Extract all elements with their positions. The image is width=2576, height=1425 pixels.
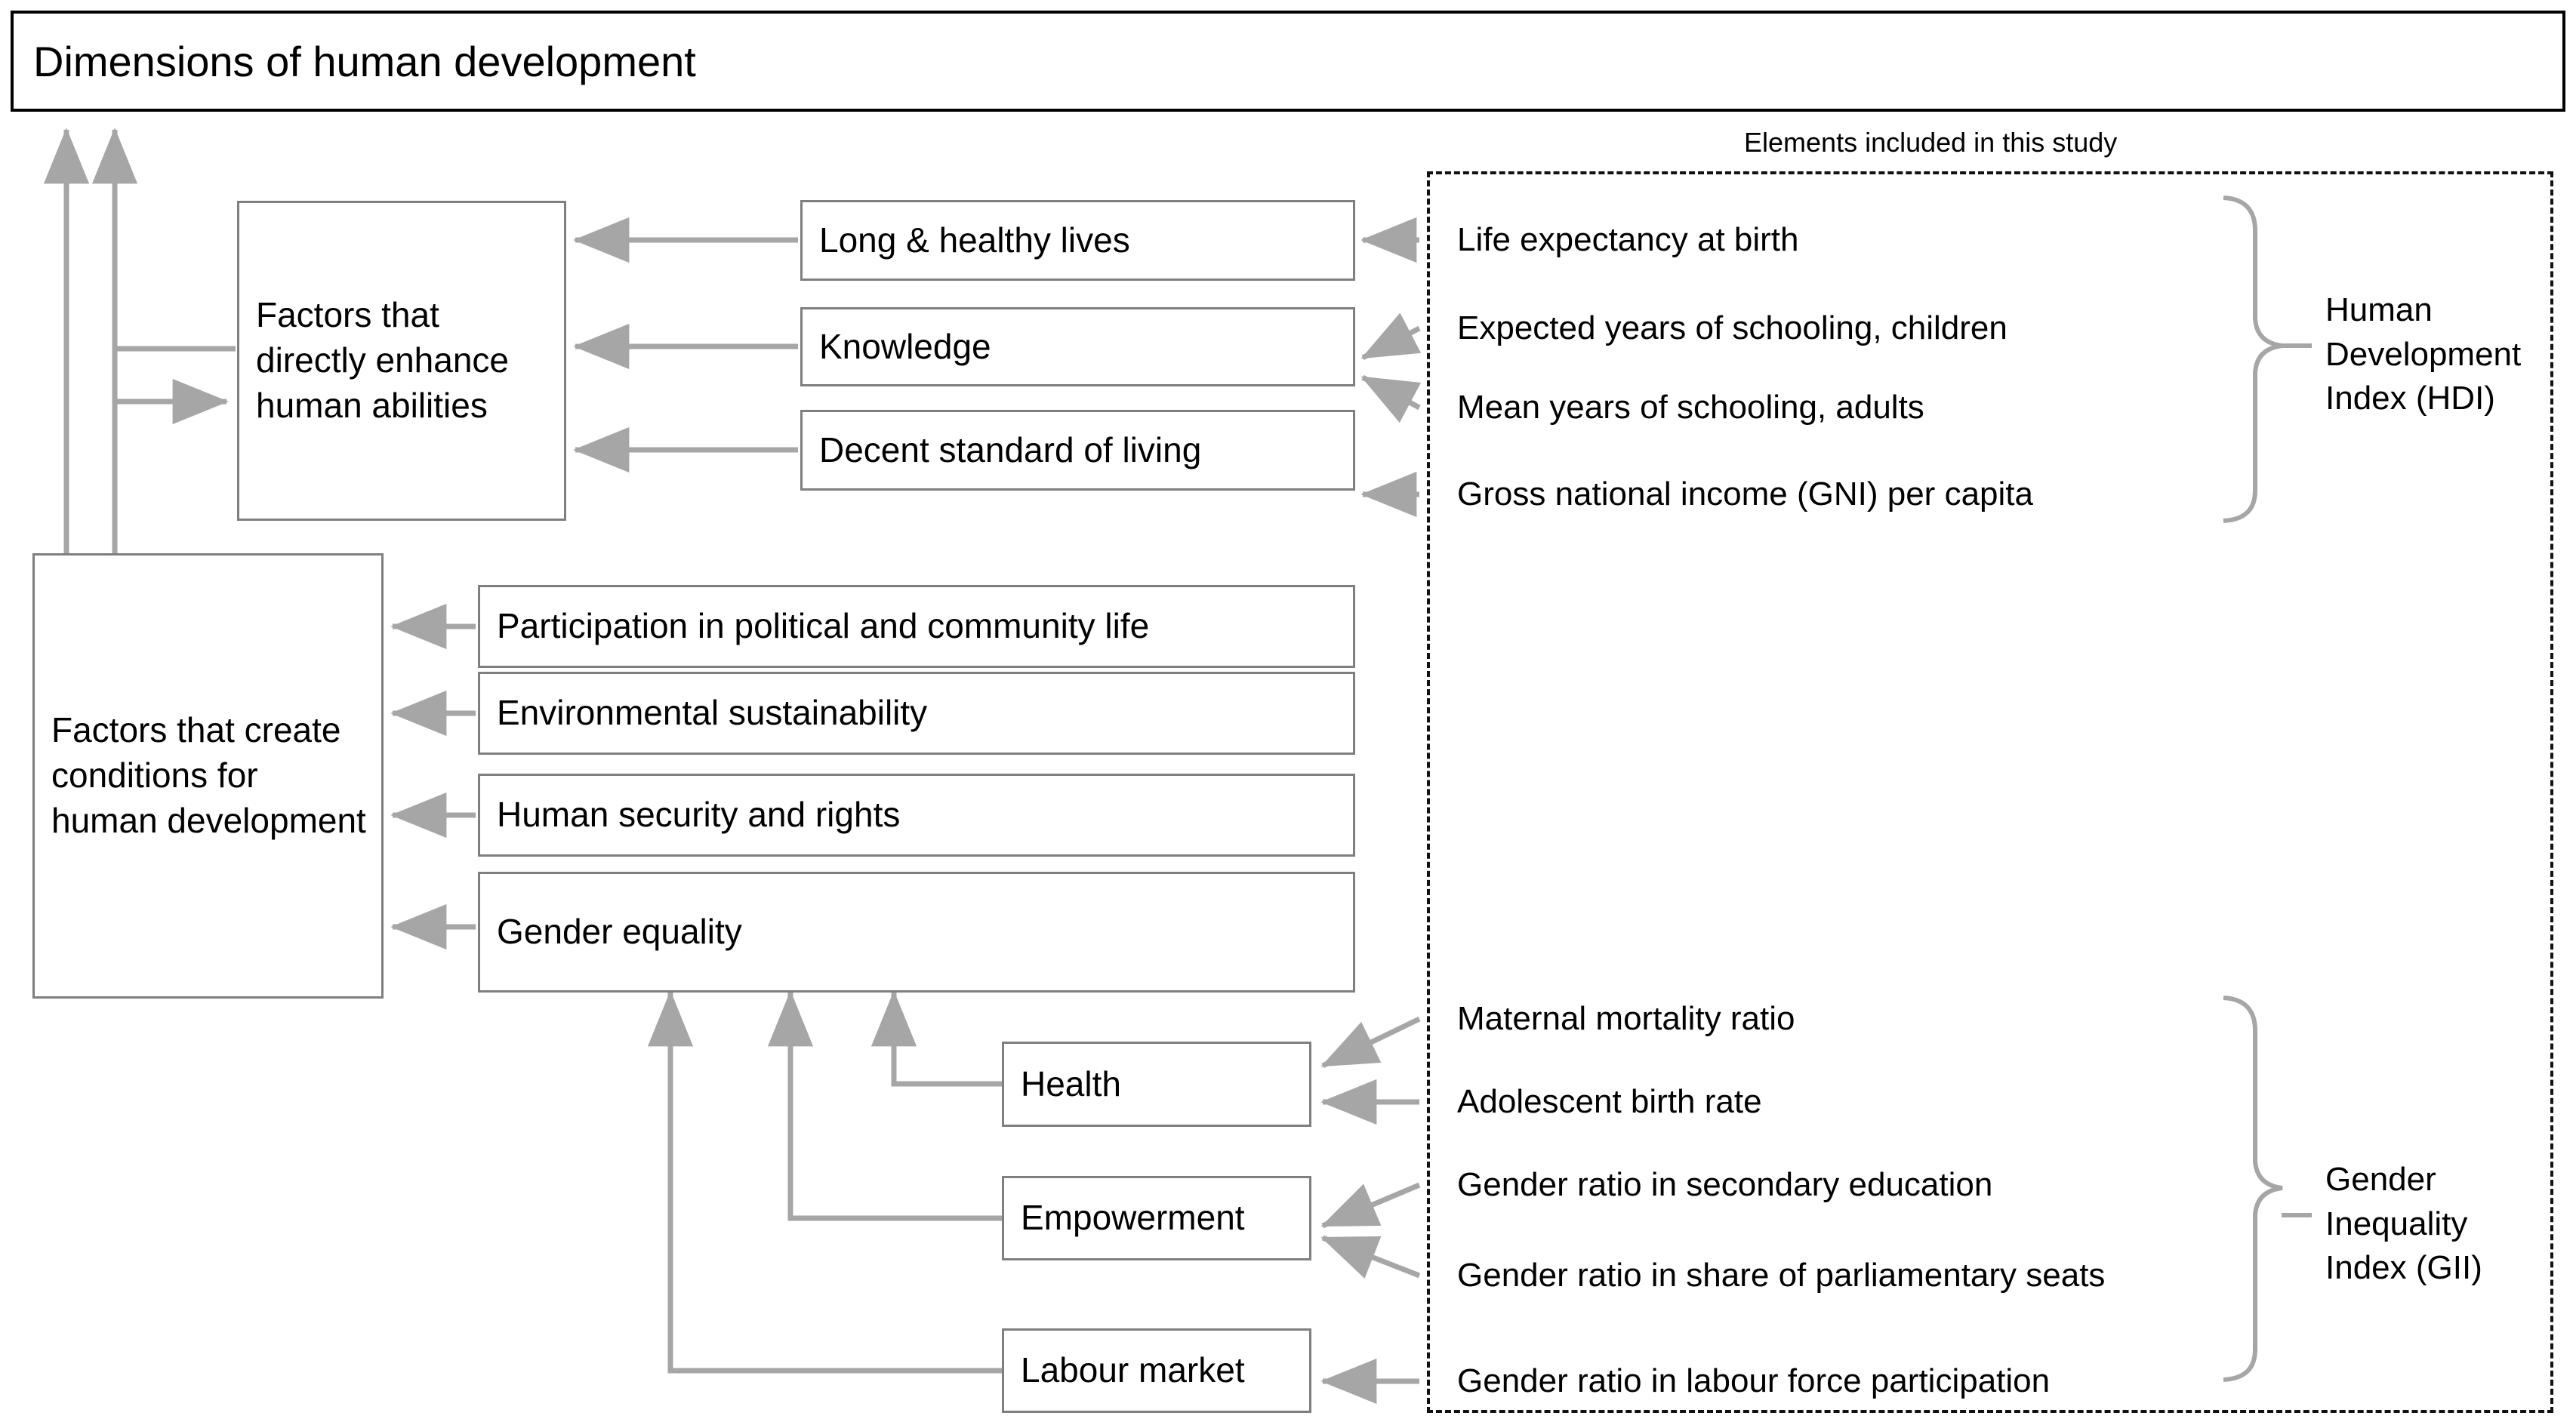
arrow-parliamentary-seats-to-empowerment	[1320, 1235, 1421, 1279]
dimension-box-participation: Participation in political and community…	[478, 585, 1355, 668]
indicator-expected-schooling: Expected years of schooling, children	[1457, 309, 2007, 346]
dimension-label-environmental: Environmental sustainability	[497, 693, 928, 733]
arrow-labour-market-to-gender-equality	[647, 990, 1002, 1374]
study-region-border	[1427, 171, 2553, 1413]
arrow-mean-schooling-to-knowledge	[1360, 374, 1422, 423]
arrow-secondary-education-to-empowerment	[1320, 1182, 1421, 1229]
subdimension-box-labour-market: Labour market	[1002, 1328, 1311, 1413]
indicator-adolescent-birth-rate: Adolescent birth rate	[1457, 1083, 1762, 1120]
diagram-title: Dimensions of human development	[33, 37, 696, 85]
dimension-label-knowledge: Knowledge	[819, 326, 991, 366]
study-region-caption: Elements included in this study	[1744, 127, 2118, 158]
dimension-box-human-security: Human security and rights	[478, 774, 1355, 857]
subdimension-box-empowerment: Empowerment	[1002, 1176, 1311, 1260]
indicator-maternal-mortality: Maternal mortality ratio	[1457, 1000, 1795, 1037]
index-group-label-gii: Gender Inequality Index (GII)	[2325, 1161, 2482, 1287]
dimension-box-gender-equality: Gender equality	[478, 872, 1355, 993]
indicator-life-expectancy: Life expectancy at birth	[1457, 221, 1799, 258]
indicator-parliamentary-seats-ratio: Gender ratio in share of parliamentary s…	[1457, 1257, 2106, 1294]
arrow-maternal-mortality-to-health	[1320, 1016, 1421, 1069]
subdimension-label-health: Health	[1021, 1063, 1121, 1103]
subdimension-label-labour-market: Labour market	[1021, 1350, 1245, 1390]
dimension-box-environmental: Environmental sustainability	[478, 672, 1355, 755]
dimension-label-gender-equality: Gender equality	[497, 912, 742, 952]
dimension-label-participation: Participation in political and community…	[497, 606, 1150, 646]
index-group-label-hdi: Human Development Index (HDI)	[2325, 291, 2522, 417]
indicator-secondary-education-ratio: Gender ratio in secondary education	[1457, 1166, 1993, 1203]
brace-gii	[2223, 996, 2283, 1382]
dimension-label-long-healthy-lives: Long & healthy lives	[819, 220, 1130, 260]
dimension-box-decent-standard: Decent standard of living	[800, 410, 1355, 491]
dimension-label-human-security: Human security and rights	[497, 795, 901, 835]
pillar-label-conditions: Factors that create conditions for human…	[51, 710, 366, 840]
pillar-box-conditions: Factors that create conditions for human…	[32, 553, 384, 999]
pillar-box-enhance: Factors that directly enhance human abil…	[237, 201, 566, 521]
indicator-labour-force-ratio: Gender ratio in labour force participati…	[1457, 1362, 2051, 1399]
subdimension-box-health: Health	[1002, 1042, 1311, 1127]
diagram-title-box: Dimensions of human development	[11, 11, 2565, 112]
dimension-box-long-healthy-lives: Long & healthy lives	[800, 200, 1355, 281]
subdimension-label-empowerment: Empowerment	[1021, 1198, 1245, 1238]
arrow-expected-schooling-to-knowledge	[1360, 312, 1422, 361]
dimension-label-decent-standard: Decent standard of living	[819, 429, 1202, 469]
arrow-empowerment-to-gender-equality	[767, 990, 1002, 1221]
indicator-gni-per-capita: Gross national income (GNI) per capita	[1457, 476, 2033, 512]
pillar-label-enhance: Factors that directly enhance human abil…	[256, 295, 509, 425]
arrow-health-to-gender-equality	[870, 990, 1002, 1087]
dimension-box-knowledge: Knowledge	[800, 307, 1355, 386]
indicator-mean-schooling: Mean years of schooling, adults	[1457, 389, 1924, 426]
